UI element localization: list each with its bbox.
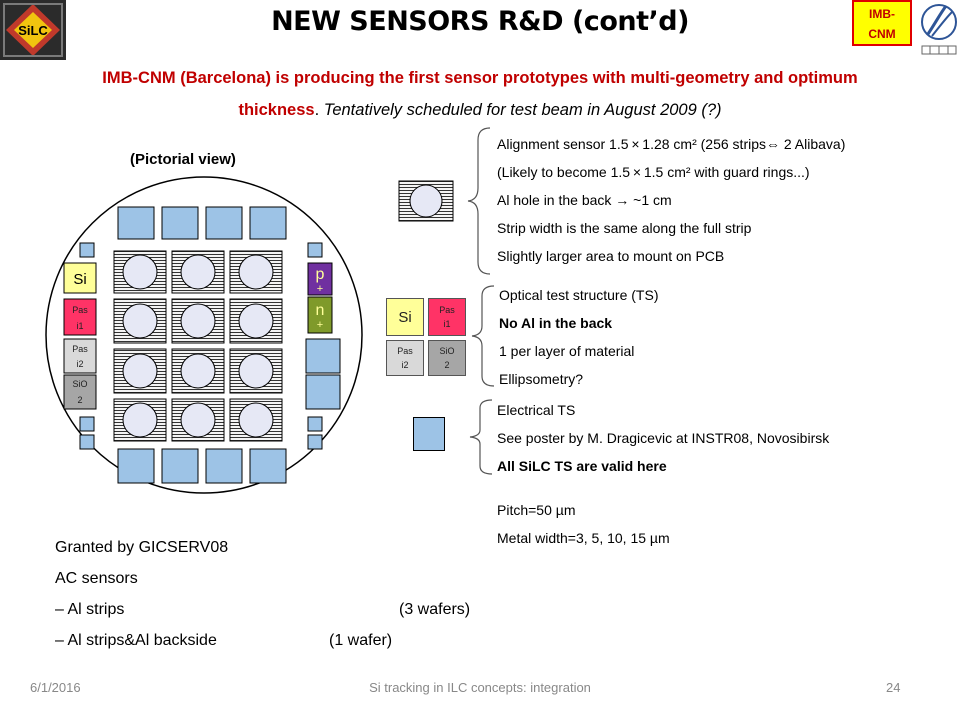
wafer-svg: Si Pas i1 Pas i2 SiO 2 p + n + bbox=[45, 176, 363, 494]
sio2-box bbox=[63, 374, 97, 410]
sensor-row-3 bbox=[113, 348, 283, 394]
bottom-box-4 bbox=[249, 448, 287, 484]
imb-logo-line1: IMB- bbox=[869, 7, 895, 21]
sensor-grid bbox=[113, 250, 283, 442]
intro-thickness: thickness bbox=[238, 101, 315, 119]
intro-line1: IMB-CNM (Barcelona) is producing the fir… bbox=[102, 69, 858, 87]
alignment-item-5: Slightly larger area to mount on PCB bbox=[497, 248, 725, 264]
optical-brace bbox=[471, 285, 495, 387]
alignment-item-2: (Likely to become 1.5 × 1.5 cm² with gua… bbox=[497, 164, 810, 180]
top-box-1 bbox=[117, 206, 155, 240]
silc-logo-text: SiLC bbox=[18, 23, 48, 38]
footer-date: 6/1/2016 bbox=[30, 680, 81, 695]
intro-text: IMB-CNM (Barcelona) is producing the fir… bbox=[40, 62, 920, 126]
optical-item-2: No Al in the back bbox=[499, 315, 613, 331]
alignment-item-3: Al hole in the back → ~1 cm bbox=[497, 192, 672, 208]
ifca-logo bbox=[918, 0, 960, 58]
bottom-box-2 bbox=[161, 448, 199, 484]
bottom-notes: Granted by GICSERV08 AC sensors – Al str… bbox=[55, 532, 485, 656]
ac-line: AC sensors bbox=[55, 570, 138, 587]
electrical-item-1: Electrical TS bbox=[497, 402, 576, 418]
svg-text:i2: i2 bbox=[76, 359, 83, 369]
svg-text:i1: i1 bbox=[76, 321, 83, 331]
si-label: Si bbox=[73, 271, 86, 288]
si-box bbox=[63, 262, 97, 294]
alignment-sensor-icon bbox=[398, 180, 454, 222]
bottom-box-3 bbox=[205, 448, 243, 484]
p-label: p bbox=[316, 266, 325, 283]
p-plus-box bbox=[307, 262, 333, 296]
optical-item-1: Optical test structure (TS) bbox=[499, 287, 659, 303]
left-test-structures: Si Pas i1 Pas i2 SiO 2 bbox=[63, 262, 97, 410]
page-title: NEW SENSORS R&D (cont’d) bbox=[271, 6, 689, 37]
al-strips-line: – Al strips (3 wafers) bbox=[55, 601, 471, 618]
bottom-box-1 bbox=[117, 448, 155, 484]
svg-text:Pas: Pas bbox=[72, 344, 88, 354]
intro-line2: thickness. Tentatively scheduled for tes… bbox=[40, 94, 920, 126]
top-box-2 bbox=[161, 206, 199, 240]
pas1-box bbox=[63, 298, 97, 336]
right-test-structures: p + n + bbox=[305, 262, 341, 410]
pitch-line: Pitch=50 µm bbox=[497, 502, 576, 518]
silc-logo: SiLC bbox=[0, 0, 66, 60]
electrical-item-2: See poster by M. Dragicevic at INSTR08, … bbox=[497, 430, 830, 446]
opt-si: Si bbox=[386, 298, 424, 336]
n-label: n bbox=[316, 302, 325, 319]
top-box-3 bbox=[205, 206, 243, 240]
optical-list: Optical test structure (TS) No Al in the… bbox=[499, 281, 658, 393]
svg-text:2: 2 bbox=[77, 395, 82, 405]
footer-title: Si tracking in ILC concepts: integration bbox=[369, 680, 591, 695]
footer-page-number: 24 bbox=[886, 680, 901, 695]
metal-width-line: Metal width=3, 5, 10, 15 µm bbox=[497, 530, 670, 546]
svg-text:Pas: Pas bbox=[72, 305, 88, 315]
sensor-row-2 bbox=[113, 298, 283, 344]
electrical-ts-icon bbox=[413, 417, 445, 451]
granted-line: Granted by GICSERV08 bbox=[55, 539, 229, 556]
imb-logo-line2: CNM bbox=[868, 27, 896, 41]
alignment-list: Alignment sensor 1.5 × 1.28 cm² (256 str… bbox=[497, 130, 845, 270]
electrical-item-3: All SiLC TS are valid here bbox=[497, 458, 667, 474]
top-boxes bbox=[117, 206, 287, 240]
optical-item-4: Ellipsometry? bbox=[499, 371, 584, 387]
intro-sep: . bbox=[314, 101, 324, 119]
al-backside-line: – Al strips&Al backside (1 wafer) bbox=[55, 632, 393, 649]
n-plus-box bbox=[307, 296, 333, 334]
svg-text:SiO: SiO bbox=[72, 379, 87, 389]
pitch-info: Pitch=50 µm Metal width=3, 5, 10, 15 µm bbox=[497, 496, 670, 552]
intro-schedule: Tentatively scheduled for test beam in A… bbox=[323, 101, 722, 119]
svg-text:+: + bbox=[317, 283, 323, 295]
sensor-row-1 bbox=[113, 250, 283, 294]
alignment-item-1: Alignment sensor 1.5 × 1.28 cm² (256 str… bbox=[497, 136, 846, 152]
sensor-row-4 bbox=[113, 398, 283, 442]
top-box-4 bbox=[249, 206, 287, 240]
optical-item-3: 1 per layer of material bbox=[499, 343, 635, 359]
small-squares bbox=[79, 242, 323, 450]
electrical-list: Electrical TS See poster by M. Dragicevi… bbox=[497, 396, 829, 480]
pas2-box bbox=[63, 338, 97, 374]
imb-cnm-logo: IMB- CNM bbox=[852, 0, 912, 46]
pictorial-view-label: (Pictorial view) bbox=[130, 151, 236, 168]
wafer-diagram: Si Pas i1 Pas i2 SiO 2 p + n + bbox=[44, 175, 364, 495]
alignment-brace bbox=[467, 127, 491, 275]
electrical-brace bbox=[469, 399, 493, 475]
svg-text:+: + bbox=[317, 319, 323, 331]
alignment-item-4: Strip width is the same along the full s… bbox=[497, 220, 752, 236]
bottom-boxes bbox=[117, 448, 287, 484]
